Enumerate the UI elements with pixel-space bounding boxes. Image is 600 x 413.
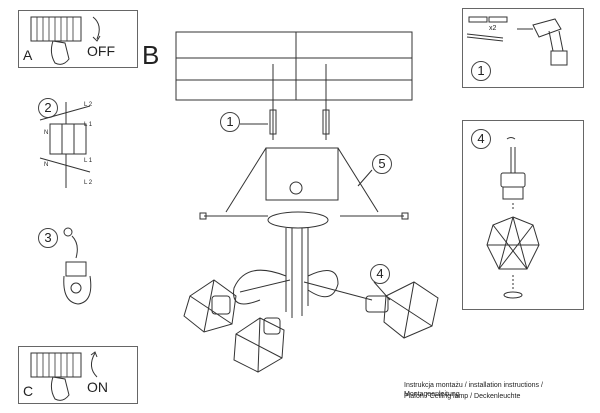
panel-shade-assembly: 4	[462, 120, 584, 310]
footer-title: Instrukcja montażu / installation instru…	[404, 382, 543, 398]
step-4-panel: 4	[471, 129, 491, 149]
fuse-box-on-illustration	[30, 351, 98, 401]
main-letter: B	[142, 40, 160, 70]
panel-a-letter: A	[23, 47, 33, 63]
wire-l1-top: L 1	[84, 122, 93, 128]
panel-a-action: OFF	[87, 43, 115, 59]
wire-n-bottom: N	[44, 162, 49, 168]
panel-a-power-off: A OFF	[18, 10, 138, 68]
panel-c-action: ON	[87, 379, 108, 395]
step-4-main: 4	[370, 264, 390, 284]
drill-and-screws-illustration	[466, 16, 568, 66]
footer-subtitle: Plafon / Ceiling lamp / Deckenleuchte	[404, 393, 521, 400]
panel-tools: x2 1	[462, 8, 584, 88]
wire-l2-bottom: L 2	[84, 180, 93, 186]
wiring-block-illustration	[39, 102, 91, 188]
wire-l1-bottom: L 1	[84, 158, 93, 164]
fuse-box-off-illustration	[30, 16, 101, 65]
step-1-main: 1	[220, 112, 240, 132]
shade-attach-illustration	[486, 137, 540, 299]
step-3-label: 3	[38, 228, 58, 248]
wire-l2-top: L 2	[84, 102, 93, 108]
wire-n-top: N	[44, 130, 49, 136]
step-5-main: 5	[372, 154, 392, 174]
panel-c-power-on: C ON	[18, 346, 138, 404]
step-1-tools: 1	[471, 61, 491, 81]
panel-c-letter: C	[23, 383, 34, 399]
ground-terminal-illustration	[63, 227, 92, 305]
screw-count: x2	[489, 25, 497, 32]
